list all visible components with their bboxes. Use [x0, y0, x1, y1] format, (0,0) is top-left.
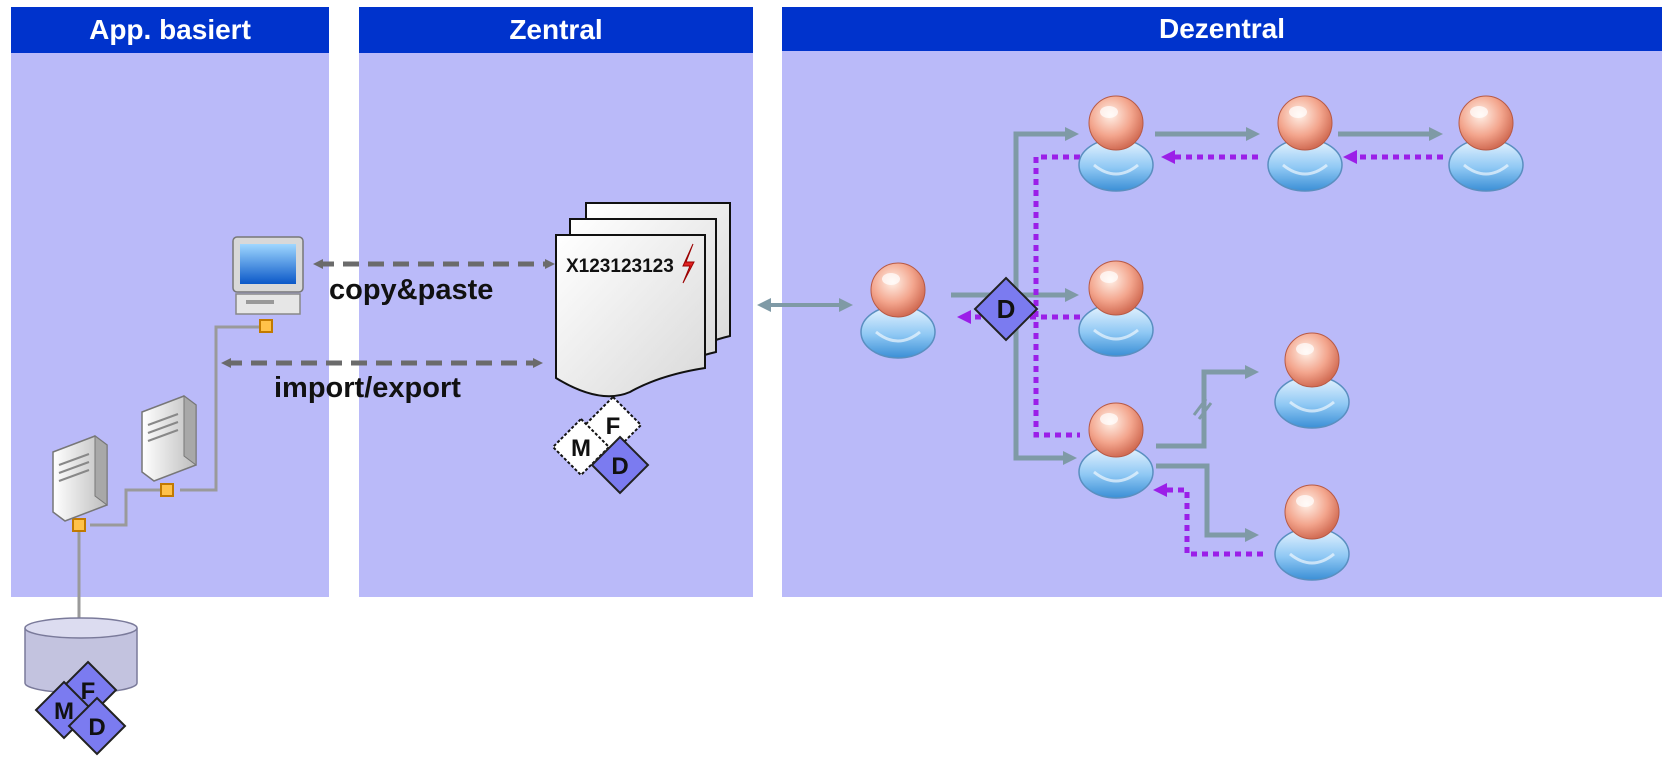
badge-d-label: D — [997, 294, 1016, 324]
user-icon — [1273, 331, 1351, 430]
badge-f-label: F — [606, 413, 621, 440]
desktop-computer-icon — [232, 236, 304, 315]
import-export-label: import/export — [274, 372, 461, 404]
document-id-label: X123123123 — [566, 256, 674, 277]
distribution-arrows — [951, 127, 1443, 542]
network-node — [160, 483, 174, 497]
mfd-badge-group-database: F M D — [34, 660, 127, 756]
user-icon — [1273, 483, 1351, 582]
badge-d: D — [973, 276, 1039, 342]
badge-d-label: D — [611, 453, 628, 480]
document-stack-icon — [555, 202, 731, 398]
badge-d-label: D — [88, 714, 105, 741]
panel-decentral: Dezentral — [782, 7, 1662, 597]
panel-central-title: Zentral — [359, 7, 753, 53]
user-icon — [1266, 94, 1344, 193]
badge-d: D — [590, 435, 650, 495]
network-lines — [77, 325, 266, 625]
server-icon — [52, 435, 108, 522]
panel-decentral-title: Dezentral — [782, 7, 1662, 51]
server-icon — [141, 395, 197, 482]
copy-paste-label: copy&paste — [329, 274, 493, 306]
network-node — [259, 319, 273, 333]
badge-m-label: M — [54, 698, 74, 725]
badge-d: D — [67, 696, 127, 756]
database-icon — [24, 617, 138, 694]
user-icon — [1077, 259, 1155, 358]
feedback-arrows — [957, 150, 1443, 557]
user-icon — [859, 261, 937, 360]
panel-app-based-title: App. basiert — [11, 7, 329, 53]
user-icon — [1447, 94, 1525, 193]
user-icon — [1077, 401, 1155, 500]
badge-m-label: M — [571, 435, 591, 462]
user-icon — [1077, 94, 1155, 193]
badge-f-label: F — [81, 678, 96, 705]
network-node — [72, 518, 86, 532]
mfd-badge-group-document: F M D — [551, 395, 650, 495]
